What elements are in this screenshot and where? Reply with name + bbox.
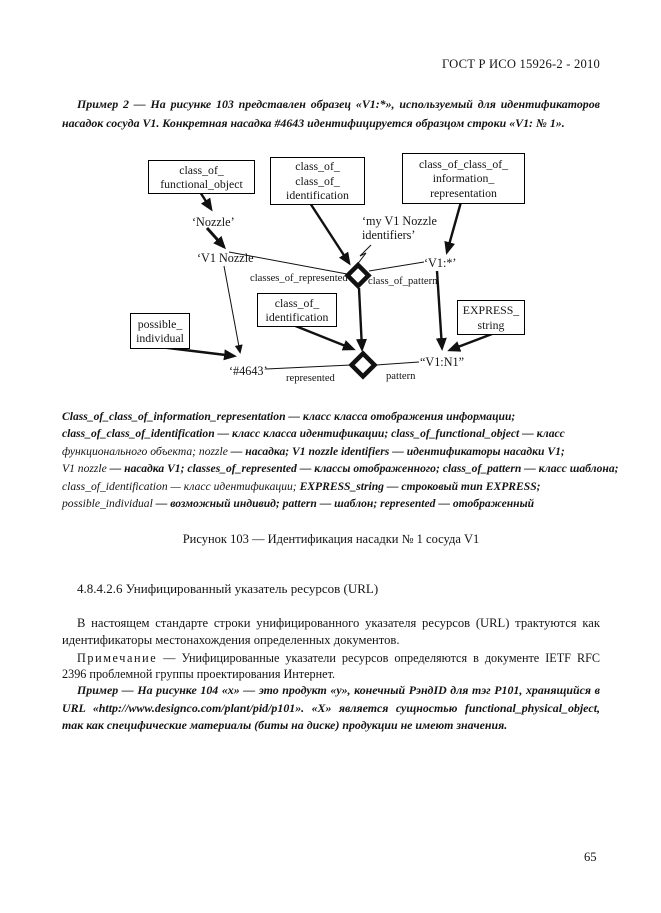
box-class-of-class-of-identification: class_of_ class_of_ identification	[270, 157, 365, 205]
legend-text: — возможный индивид; pattern — шаблон; r…	[155, 497, 535, 511]
label-hash-4643: ‘#4643’	[229, 364, 268, 378]
box-class-of-class-of-information-representation: class_of_class_of_ information_ represen…	[402, 153, 525, 204]
label-pattern: pattern	[386, 371, 416, 382]
legend-text: EXPRESS_string — строковый тип EXPRESS;	[299, 479, 541, 493]
arrow-inforep-to-v1star	[444, 201, 463, 255]
legend-line: функционального объекта; nozzle — насадк…	[62, 443, 622, 460]
legend-text: функционального объекта; nozzle	[62, 444, 231, 458]
example-paragraph: Пример — На рисунке 104 «х» — это продук…	[62, 683, 600, 732]
diamond-class-of-pattern-relationship	[344, 261, 372, 290]
section-paragraph: В настоящем стандарте строки унифицирова…	[62, 616, 600, 647]
note-paragraph: Примечание — Унифицированные указатели р…	[62, 650, 600, 682]
label-v1-nozzle: ‘V1 Nozzle	[197, 251, 254, 265]
line-4643-to-diamond2	[265, 364, 352, 370]
arrow-diamond1-to-diamond2	[356, 287, 368, 352]
line-v1nozzle-to-4643	[223, 265, 243, 354]
label-represented: represented	[286, 373, 335, 384]
example-2-paragraph: Пример 2 — На рисунке 103 представлен об…	[62, 97, 600, 130]
diamond-pattern-relationship	[348, 350, 378, 380]
line-diamond2-to-v1n1	[375, 361, 420, 366]
zigzag-identifiers-arrow	[355, 244, 372, 267]
arrow-classofclassofid-to-diamond1	[308, 202, 351, 266]
legend-text: class_of_class_of_identification — класс…	[62, 427, 565, 441]
note-text: — Унифицированные указатели ресурсов опр…	[62, 651, 600, 681]
arrow-expressstring-to-v1n1	[447, 332, 493, 352]
label-v1-star: ‘V1:*’	[424, 256, 457, 270]
arrow-nozzle-to-v1nozzle	[205, 226, 227, 250]
legend-line: class_of_identification — класс идентифи…	[62, 478, 622, 495]
label-v1-n1: “V1:N1”	[420, 355, 464, 369]
label-classes-of-represented: classes_of_represented	[250, 273, 348, 284]
label-nozzle: ‘Nozzle’	[192, 215, 235, 229]
box-class-of-identification: class_of_ identification	[257, 293, 337, 327]
legend-text: possible_individual	[62, 497, 156, 511]
box-class-of-functional-object: class_of_ functional_object	[148, 160, 255, 194]
legend-line: V1 nozzle — насадка V1; classes_of_repre…	[62, 460, 622, 477]
legend-text: V1 nozzle	[62, 462, 110, 476]
legend-text: Class_of_class_of_information_representa…	[62, 410, 516, 423]
figure-caption: Рисунок 103 — Идентификация насадки № 1 …	[182, 532, 480, 546]
label-my-v1-nozzle-identifiers: ‘my V1 Nozzle identifiers’	[362, 214, 437, 242]
arrow-classofid-to-diamond2	[292, 323, 356, 351]
legend-text: class_of_identification — класс идентифи…	[62, 479, 300, 493]
box-possible-individual: possible_ individual	[130, 313, 190, 349]
section-heading: 4.8.4.2.6 Унифицированный указатель ресу…	[77, 581, 379, 596]
legend-line: Class_of_class_of_information_representa…	[62, 408, 622, 425]
legend-text: — насадка V1; classes_of_represented — к…	[109, 462, 619, 476]
note-label: Примечание	[77, 651, 158, 665]
figure-legend: Class_of_class_of_information_representa…	[62, 408, 622, 512]
legend-text: — насадка; V1 nozzle identifiers — идент…	[230, 444, 565, 458]
line-diamond1-to-v1star	[368, 261, 425, 272]
legend-line: class_of_class_of_identification — класс…	[62, 425, 622, 442]
page-number: 65	[584, 850, 597, 864]
arrow-v1star-to-v1n1	[435, 270, 447, 351]
arrow-functionalobject-to-nozzle	[198, 191, 213, 212]
document-header: ГОСТ Р ИСО 15926-2 - 2010	[441, 57, 600, 71]
box-express-string: EXPRESS_ string	[457, 300, 525, 335]
legend-line: possible_individual — возможный индивид;…	[62, 495, 622, 512]
label-class-of-pattern: class_of_pattern	[368, 276, 438, 287]
